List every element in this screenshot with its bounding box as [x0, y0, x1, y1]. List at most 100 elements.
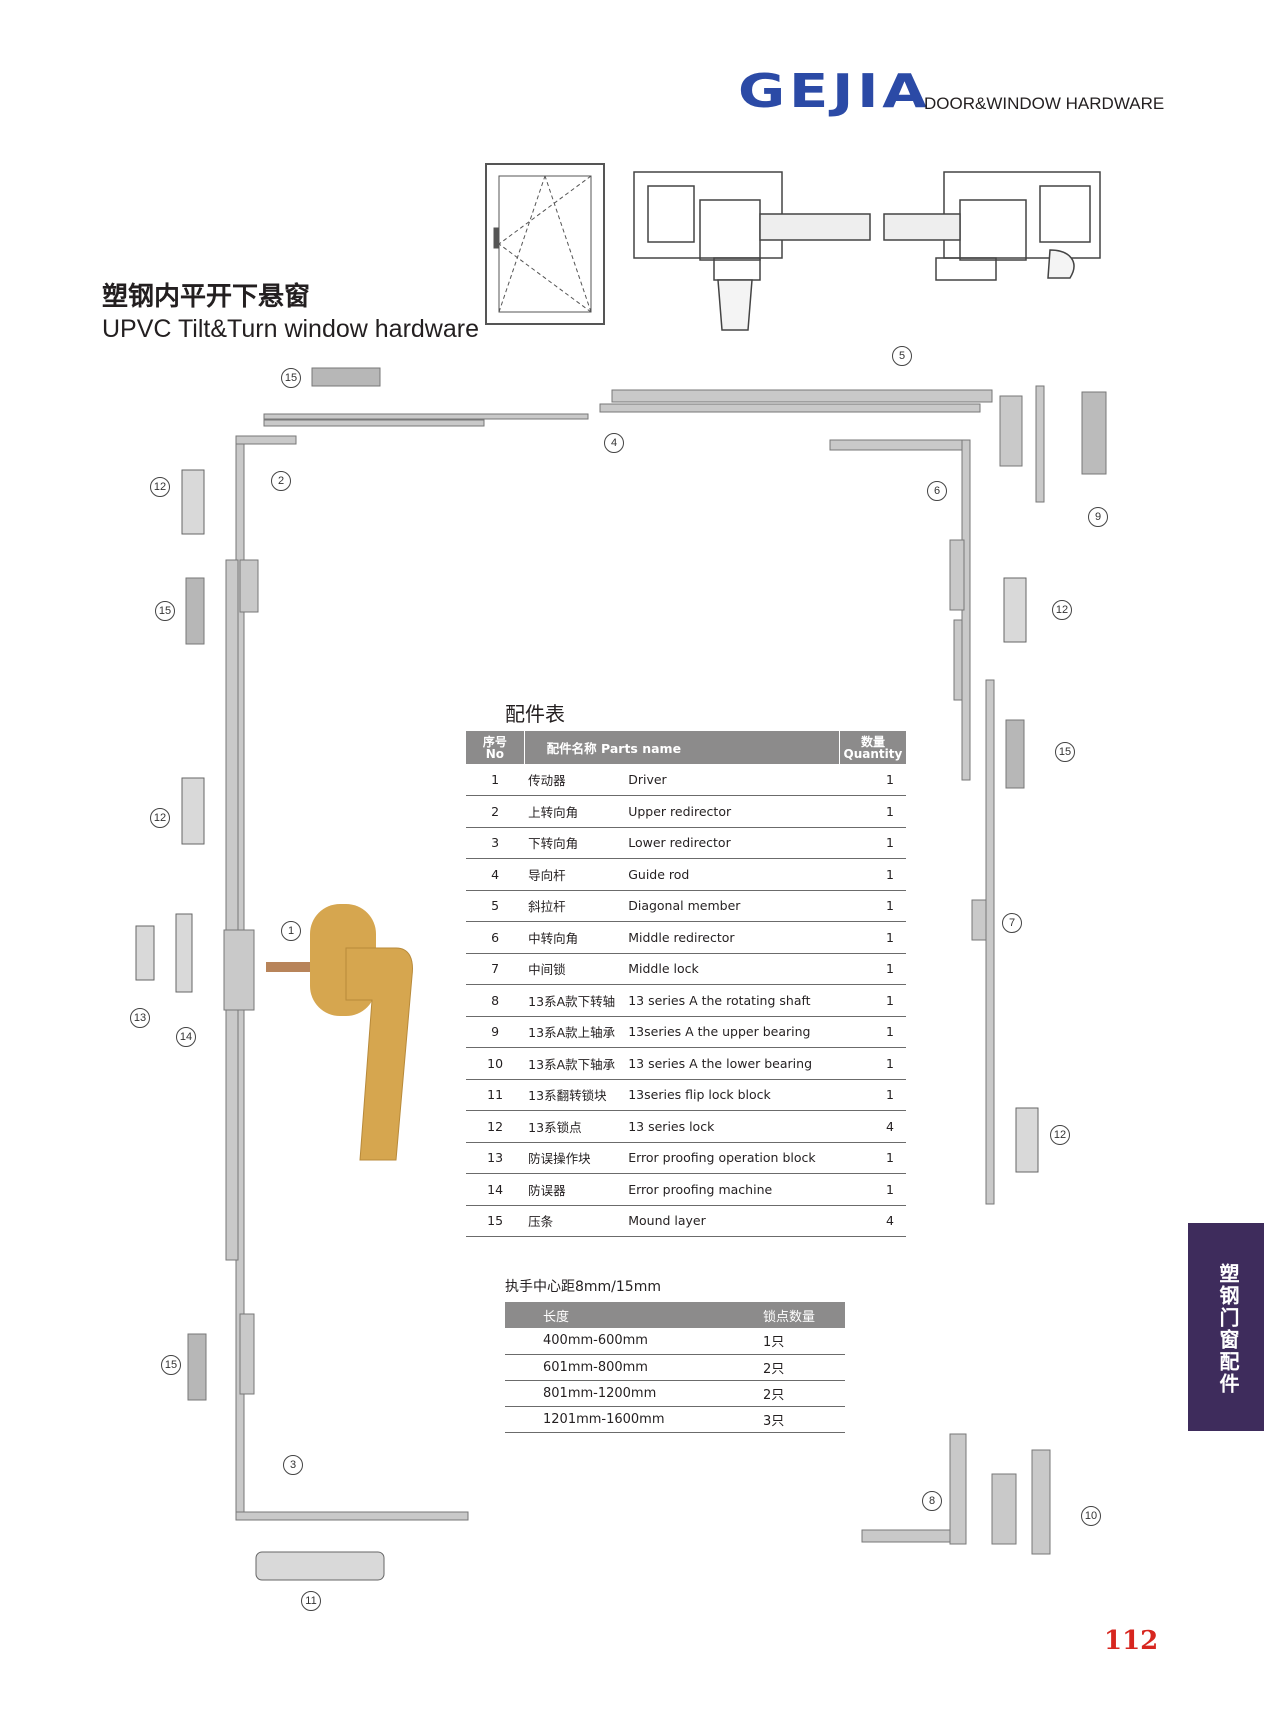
top-rail	[263, 385, 1107, 503]
row-locks: 1只	[763, 1335, 785, 1351]
row-no: 2	[491, 803, 500, 819]
table-row: 7 中间锁 Middle lock 1	[466, 953, 906, 985]
row-no: 10	[487, 1055, 504, 1071]
callout-13: 13	[130, 1008, 150, 1028]
callout-10: 10	[1081, 1506, 1101, 1526]
row-en: Upper redirector	[628, 803, 732, 819]
callout-9: 9	[1088, 507, 1108, 527]
row-qty: 1	[886, 992, 894, 1008]
row-cn: 压条	[528, 1214, 554, 1230]
row-no: 6	[491, 929, 500, 945]
row-cn: 上转向角	[528, 804, 579, 820]
row-length: 1201mm-1600mm	[543, 1411, 665, 1427]
callout-2: 2	[271, 471, 291, 491]
callout-1: 1	[281, 921, 301, 941]
row-qty: 1	[886, 1150, 894, 1166]
row-cn: 中转向角	[528, 930, 579, 946]
row-en: Diagonal member	[628, 898, 741, 914]
row-no: 11	[487, 1087, 504, 1103]
row-length: 801mm-1200mm	[543, 1385, 657, 1401]
callout-3: 3	[283, 1455, 303, 1475]
row-en: Guide rod	[628, 866, 690, 882]
bottom-hinges	[861, 1433, 1051, 1555]
row-en: Middle lock	[628, 961, 699, 977]
window-elevation-drawing	[485, 163, 605, 325]
row-no: 1	[491, 772, 500, 787]
right-rail	[949, 439, 995, 1205]
row-cn: 13系翻转锁块	[528, 1088, 607, 1104]
row-en: 13 series A the lower bearing	[628, 1055, 813, 1071]
row-no: 8	[491, 992, 500, 1008]
row-qty: 1	[886, 803, 894, 819]
header-length: 长度	[543, 1309, 570, 1325]
header-locks: 锁点数量	[763, 1309, 816, 1325]
row-qty: 1	[886, 866, 894, 882]
callout-15-a: 15	[281, 368, 301, 388]
row-en: Error proofing machine	[628, 1181, 773, 1197]
row-qty: 1	[886, 961, 894, 977]
row-en: 13series A the upper bearing	[628, 1024, 811, 1040]
row-qty: 1	[886, 1024, 894, 1040]
row-no: 4	[491, 866, 500, 882]
row-no: 14	[487, 1181, 504, 1197]
row-qty: 1	[886, 1055, 894, 1071]
header-parts-name: 配件名称 Parts name	[524, 731, 840, 764]
handle-spacing-note: 执手中心距8mm/15mm	[505, 1279, 661, 1295]
lock-points	[135, 469, 1039, 1581]
length-table-header: 长度 锁点数量	[505, 1302, 845, 1328]
brand-logo: GEJIA	[738, 64, 931, 118]
table-row: 801mm-1200mm 2只	[505, 1380, 845, 1406]
row-length: 400mm-600mm	[543, 1333, 648, 1349]
callout-11: 11	[301, 1591, 321, 1611]
row-qty: 1	[886, 1181, 894, 1197]
table-row: 1201mm-1600mm 3只	[505, 1406, 845, 1432]
header-qty-cn: 数量	[860, 734, 885, 749]
row-cn: 斜拉杆	[528, 899, 566, 915]
row-qty: 1	[886, 1087, 894, 1103]
left-rail	[223, 435, 469, 1521]
callout-12-a: 12	[150, 477, 170, 497]
callout-12-c: 12	[1052, 600, 1072, 620]
header-qty-en: Quantity	[843, 746, 903, 761]
callout-8: 8	[922, 1491, 942, 1511]
callout-5: 5	[892, 346, 912, 366]
row-cn: 防误操作块	[528, 1151, 591, 1167]
row-no: 3	[491, 835, 500, 851]
callout-7: 7	[1002, 913, 1022, 933]
side-tab-label: 塑钢门窗配件	[1216, 1263, 1240, 1395]
profile-section-right	[883, 171, 1101, 281]
row-no: 7	[491, 961, 500, 977]
row-qty: 4	[886, 1118, 894, 1134]
row-cn: 13系A款上轴承	[528, 1025, 616, 1041]
row-en: 13series flip lock block	[628, 1087, 771, 1103]
row-qty: 1	[886, 929, 894, 945]
brand-tagline: DOOR&WINDOW HARDWARE	[924, 94, 1165, 113]
row-cn: 13系锁点	[528, 1119, 582, 1135]
section-side-tab: 塑钢门窗配件	[1188, 1223, 1264, 1431]
header-no-cn: 序号	[482, 734, 507, 749]
row-no: 13	[487, 1150, 504, 1166]
row-cn: 下转向角	[528, 836, 579, 852]
row-locks: 2只	[763, 1387, 785, 1403]
callout-6: 6	[927, 481, 947, 501]
row-qty: 4	[886, 1213, 894, 1229]
row-en: Mound layer	[628, 1213, 706, 1229]
callout-15-b: 15	[155, 601, 175, 621]
row-locks: 3只	[763, 1413, 785, 1429]
row-qty: 1	[886, 898, 894, 914]
row-cn: 中间锁	[528, 962, 566, 978]
row-en: Driver	[628, 772, 667, 787]
row-qty: 1	[886, 772, 894, 787]
